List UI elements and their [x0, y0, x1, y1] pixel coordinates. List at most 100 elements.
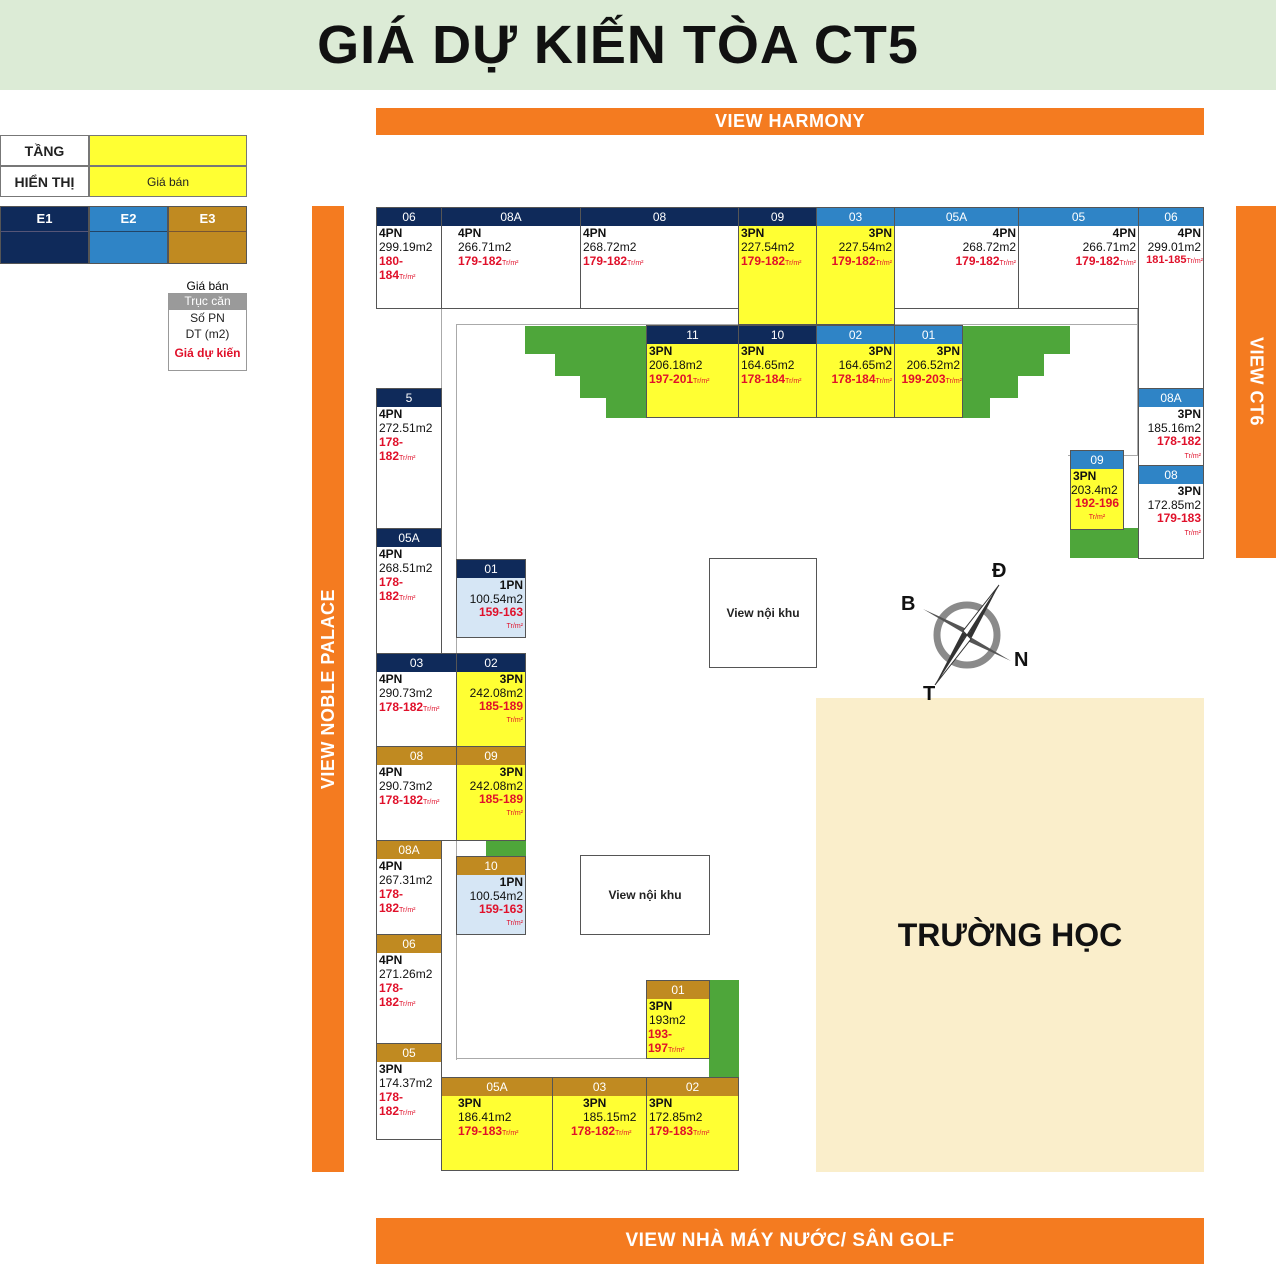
unit-bedrooms: 4PN: [379, 859, 403, 873]
unit-cell[interactable]: 03 4PN 290.73m2 178-182Tr/m²: [376, 653, 457, 747]
green-area: [580, 376, 647, 398]
unit-price: 178-182: [379, 1090, 404, 1118]
unit-area: 271.26m2: [379, 967, 433, 981]
unit-price: 179-182: [1075, 254, 1120, 268]
unit-bedrooms: 1PN: [499, 578, 523, 592]
unit-area: 203.4m2: [1071, 483, 1118, 497]
unit-bedrooms: 3PN: [936, 344, 960, 358]
view-bottom-label: VIEW NHÀ MÁY NƯỚC/ SÂN GOLF: [625, 1230, 955, 1251]
unit-area: 268.72m2: [583, 240, 637, 254]
unit-axis: 05A: [442, 1078, 552, 1096]
unit-cell[interactable]: 08 4PN 290.73m2 178-182Tr/m²: [376, 746, 457, 841]
unit-axis: 06: [1139, 208, 1203, 226]
green-area: [486, 838, 526, 856]
unit-cell[interactable]: 02 3PN 172.85m2 179-183Tr/m²: [646, 1077, 739, 1171]
unit-price: 178-182: [571, 1124, 616, 1138]
unit-area: 242.08m2: [469, 779, 523, 793]
unit-bedrooms: 4PN: [1177, 226, 1201, 240]
unit-bedrooms: 1PN: [499, 875, 523, 889]
unit-axis: 03: [377, 654, 456, 672]
unit-axis: 09: [1071, 451, 1123, 469]
unit-area: 186.41m2: [458, 1110, 512, 1124]
unit-cell[interactable]: 01 3PN 193m2 193-197Tr/m²: [646, 980, 710, 1059]
price-unit: Tr/m²: [423, 799, 440, 806]
unit-price: 178-182: [379, 981, 404, 1009]
unit-bedrooms: 4PN: [458, 226, 482, 240]
unit-bedrooms: 4PN: [379, 765, 403, 779]
price-unit: Tr/m²: [875, 260, 892, 267]
green-area: [962, 326, 1070, 354]
page-title: GIÁ DỰ KIẾN TÒA CT5: [317, 15, 919, 75]
green-area: [962, 398, 990, 418]
price-unit: Tr/m²: [423, 706, 440, 713]
price-unit: Tr/m²: [1186, 258, 1203, 265]
price-unit: Tr/m²: [1119, 260, 1136, 267]
unit-price: 179-182: [741, 254, 786, 268]
unit-cell[interactable]: 5 4PN 272.51m2 178-182Tr/m²: [376, 388, 442, 529]
unit-axis: 08: [1139, 466, 1203, 484]
unit-axis: 02: [817, 326, 894, 344]
unit-cell[interactable]: 09 3PN 227.54m2 179-182Tr/m²: [738, 207, 817, 325]
unit-cell[interactable]: 03 3PN 227.54m2 179-182Tr/m²: [816, 207, 895, 325]
price-unit: Tr/m²: [785, 378, 802, 385]
price-unit: Tr/m²: [506, 920, 523, 927]
unit-axis: 01: [647, 981, 709, 999]
unit-cell[interactable]: 10 3PN 164.65m2 178-184Tr/m²: [738, 325, 817, 418]
unit-bedrooms: 4PN: [379, 226, 403, 240]
price-unit: Tr/m²: [1088, 514, 1106, 521]
unit-bedrooms: 3PN: [649, 1096, 673, 1110]
unit-cell[interactable]: 05 4PN 266.71m2 179-182Tr/m²: [1018, 207, 1139, 309]
unit-cell[interactable]: 08A 4PN 267.31m2 178-182Tr/m²: [376, 840, 442, 935]
unit-area: 290.73m2: [379, 779, 433, 793]
unit-cell[interactable]: 01 3PN 206.52m2 199-203Tr/m²: [894, 325, 963, 418]
unit-bedrooms: 3PN: [458, 1096, 482, 1110]
unit-area: 299.19m2: [379, 240, 433, 254]
unit-price: 178-182: [1156, 434, 1201, 448]
unit-axis: 05: [377, 1044, 441, 1062]
view-left-band: VIEW NOBLE PALACE: [312, 206, 344, 1172]
unit-cell[interactable]: 05 3PN 174.37m2 178-182Tr/m²: [376, 1043, 442, 1140]
legend-display-label: HIỂN THỊ: [0, 166, 89, 197]
unit-cell[interactable]: 02 3PN 164.65m2 178-184Tr/m²: [816, 325, 895, 418]
unit-cell[interactable]: 06 4PN 299.19m2 180-184Tr/m²: [376, 207, 442, 309]
legend-floor-label: TẦNG: [0, 135, 89, 166]
unit-axis: 08A: [1139, 389, 1203, 407]
inner-view-label: View nội khu: [608, 888, 682, 902]
unit-price: 159-163: [478, 605, 523, 619]
compass-east-label: T: [923, 683, 936, 705]
unit-price: 180-184: [379, 254, 404, 282]
price-unit: Tr/m²: [506, 717, 523, 724]
unit-bedrooms: 3PN: [649, 999, 673, 1013]
unit-bedrooms: 3PN: [649, 344, 673, 358]
corridor-right: [1068, 324, 1138, 456]
unit-cell[interactable]: 11 3PN 206.18m2 197-201Tr/m²: [646, 325, 739, 418]
unit-area: 268.72m2: [962, 240, 1016, 254]
unit-cell[interactable]: 08 4PN 268.72m2 179-182Tr/m²: [580, 207, 739, 309]
price-unit: Tr/m²: [627, 260, 644, 267]
unit-axis: 03: [817, 208, 894, 226]
view-left-label: VIEW NOBLE PALACE: [317, 588, 338, 790]
unit-cell[interactable]: 03 3PN 185.15m2 178-182Tr/m²: [552, 1077, 647, 1171]
view-top-band: VIEW HARMONY: [376, 108, 1204, 135]
unit-cell[interactable]: 06 4PN 299.01m2 181-185Tr/m²: [1138, 207, 1204, 389]
unit-cell[interactable]: 05A 4PN 268.51m2 178-182Tr/m²: [376, 528, 442, 654]
unit-cell[interactable]: 05A 3PN 186.41m2 179-183Tr/m²: [441, 1077, 553, 1171]
legend-type-e1-label: E1: [1, 207, 88, 232]
price-unit: Tr/m²: [1184, 530, 1201, 537]
unit-cell[interactable]: 08A 4PN 266.71m2 179-182Tr/m²: [441, 207, 581, 309]
unit-area: 227.54m2: [838, 240, 892, 254]
unit-bedrooms: 3PN: [868, 226, 892, 240]
unit-cell[interactable]: 06 4PN 271.26m2 178-182Tr/m²: [376, 934, 442, 1044]
unit-cell[interactable]: 05A 4PN 268.72m2 179-182Tr/m²: [894, 207, 1019, 309]
legend-key-area: DT (m2): [168, 326, 247, 342]
unit-area: 174.37m2: [379, 1076, 433, 1090]
price-unit: Tr/m²: [506, 623, 523, 630]
unit-axis: 10: [739, 326, 816, 344]
